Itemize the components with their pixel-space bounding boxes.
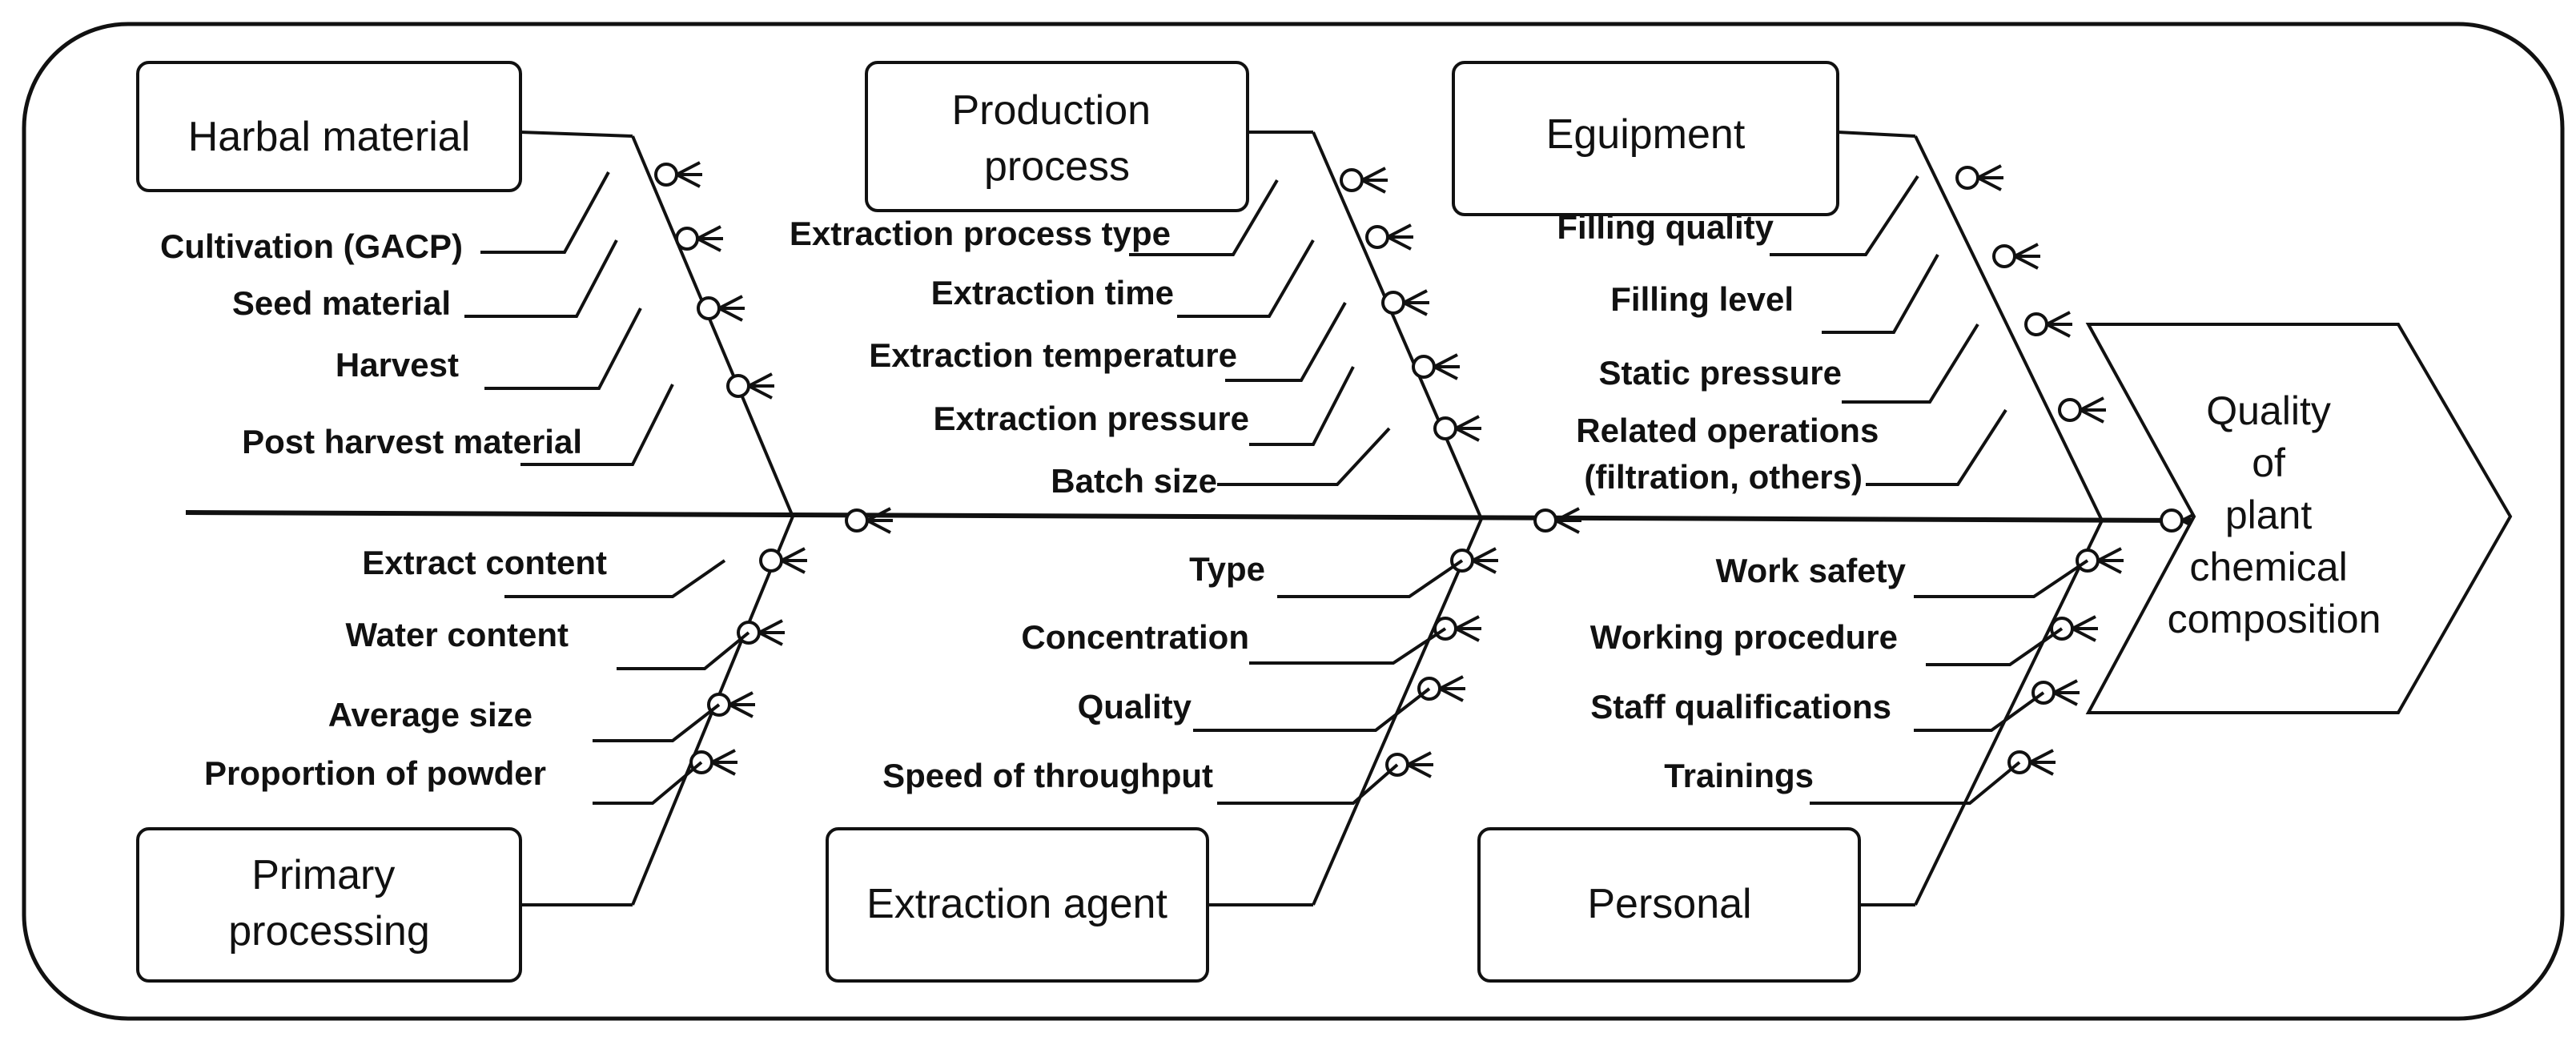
cause-extraction-process-type: Extraction process type [790, 215, 1171, 252]
category-title-primary-processing: Primary processing [228, 852, 429, 955]
effect-line-3: plant [2225, 492, 2313, 537]
cause-water-content: Water content [346, 616, 569, 653]
category-title-equipment: Eguipment [1546, 111, 1746, 158]
category-box-personal [1477, 827, 1861, 983]
category-title-personal: Personal [1587, 881, 1751, 927]
bone-production-process [1312, 131, 1483, 520]
effect-line-2: of [2252, 440, 2285, 485]
effect-line-4: chemical [2189, 545, 2347, 589]
category-production-process: Production process Extraction process ty… [790, 61, 1483, 520]
bone-personal [1914, 520, 2104, 906]
cause-staff-qualifications: Staff qualifications [1590, 688, 1891, 725]
category-title-production-process: Production process [951, 87, 1162, 190]
effect-line-5: composition [2168, 597, 2381, 641]
category-box-production-process [865, 61, 1249, 212]
cause-trainings: Trainings [1664, 757, 1814, 794]
category-box-extraction-agent [826, 827, 1209, 983]
cause-extraction-pressure: Extraction pressure [934, 400, 1250, 437]
bone-harbal-material [631, 135, 794, 517]
bone-arrow-harbal-material [654, 161, 704, 188]
cause-work-safety: Work safety [1716, 552, 1907, 589]
cause-extraction-temperature: Extraction temperature [869, 336, 1237, 374]
category-box-equipment [1452, 61, 1839, 216]
cause-extract-content: Extract content [362, 544, 607, 581]
spine-connector-1 [845, 507, 894, 534]
effect-line-1: Quality [2206, 388, 2331, 433]
category-harbal-material: Harbal material Cultivation (GACP) Seed … [136, 61, 794, 517]
category-personal: Personal Work safety Working procedure S… [1477, 520, 2125, 983]
effect-head-shape [2085, 323, 2513, 714]
cause-cultivation: Cultivation (GACP) [160, 227, 463, 265]
cause-speed-of-throughput: Speed of throughput [882, 757, 1213, 794]
cause-post-harvest-material: Post harvest material [242, 423, 582, 460]
cause-type: Type [1189, 550, 1265, 588]
cause-proportion-of-powder: Proportion of powder [204, 754, 546, 792]
main-spine [185, 510, 2195, 523]
cause-average-size: Average size [328, 696, 532, 734]
category-box-primary-processing [136, 827, 522, 983]
cause-seed-material: Seed material [232, 284, 451, 322]
bone-arrow-production-process [1340, 167, 1389, 194]
cause-working-procedure: Working procedure [1590, 618, 1898, 656]
category-equipment: Eguipment Filling quality Filling level … [1452, 61, 2108, 521]
cause-static-pressure: Static pressure [1599, 354, 1842, 392]
category-title-harbal-material: Harbal material [188, 114, 471, 160]
category-box-harbal-material [136, 61, 522, 192]
cause-filling-quality: Filling quality [1557, 208, 1774, 246]
category-extraction-agent: Extraction agent Type Concentration Qual… [826, 518, 1500, 983]
cause-extraction-time: Extraction time [931, 274, 1174, 311]
cause-batch-size: Batch size [1051, 462, 1217, 500]
bone-arrow-equipment [1955, 164, 2005, 191]
cause-filling-level: Filling level [1610, 280, 1794, 318]
cause-related-operations: Related operations (filtration, others) [1576, 412, 1888, 496]
cause-harvest: Harvest [336, 346, 459, 384]
effect-text: Quality of plant chemical composition [2168, 388, 2381, 641]
cause-concentration: Concentration [1021, 618, 1249, 656]
bone-equipment [1914, 135, 2104, 521]
spine-connector-2 [1533, 507, 1583, 534]
category-primary-processing: Primary processing Extract content Water… [136, 516, 809, 983]
cause-quality: Quality [1078, 688, 1192, 725]
category-title-extraction-agent: Extraction agent [866, 881, 1167, 927]
diagram-frame [22, 22, 2565, 1021]
